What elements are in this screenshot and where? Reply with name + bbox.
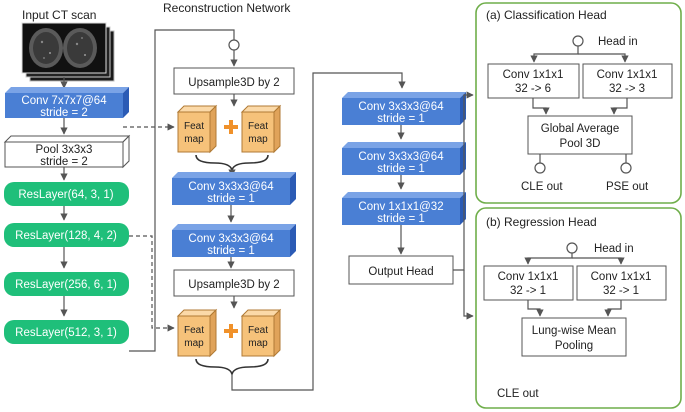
recon-conv-block-1: Conv 3x3x3@64 stride = 1: [172, 172, 296, 205]
output-head-block: Output Head: [348, 255, 454, 285]
upsample-1-label: Upsample3D by 2: [188, 77, 279, 89]
lung-pool-line1: Lung-wise Mean: [532, 325, 616, 337]
encoder-conv7-block: Conv 7x7x7@64 stride = 2: [5, 87, 129, 119]
encoder-pool-line2: stride = 2: [40, 156, 88, 168]
encoder-reslayer-2: ResLayer(128, 4, 2): [4, 223, 129, 247]
head-conv-1-line1: Conv 3x3x3@64: [358, 101, 444, 113]
encoder-reslayer-1: ResLayer(64, 3, 1): [4, 182, 129, 206]
classification-panel: [475, 2, 682, 204]
classification-title: (a) Classification Head: [486, 8, 607, 22]
classification-conv-right: Conv 1x1x1 32 -> 3: [582, 63, 673, 99]
feat-map-2b-line2: map: [248, 338, 268, 349]
output-to-regression-line: [463, 270, 474, 320]
upsample-block-2: Upsample3D by 2: [173, 269, 295, 297]
feat-map-1a-line1: Feat: [184, 121, 204, 132]
upsample-block-1: Upsample3D by 2: [173, 67, 295, 95]
recon-conv-1-line1: Conv 3x3x3@64: [188, 181, 274, 193]
head-conv-1-line2: stride = 1: [377, 113, 425, 125]
feat-map-upsampled-2: Feat map: [240, 308, 282, 358]
gap-line2: Pool 3D: [560, 138, 601, 150]
regression-conv-left: Conv 1x1x1 32 -> 1: [483, 265, 574, 301]
recon-conv-2-line2: stride = 1: [207, 245, 255, 257]
reconstruction-title: Reconstruction Network: [163, 1, 291, 15]
head-conv-block-2: Conv 3x3x3@64 stride = 1: [342, 142, 466, 175]
reslayer-3-label: ResLayer(256, 6, 1): [15, 279, 117, 291]
recon-conv-2-line1: Conv 3x3x3@64: [188, 233, 274, 245]
cle-out-node: [534, 162, 546, 174]
head-conv-3-line1: Conv 1x1x1@32: [358, 201, 443, 213]
reslayer-2-label: ResLayer(128, 4, 2): [15, 230, 117, 242]
plus-icon: [224, 120, 238, 134]
head-conv-block-3: Conv 1x1x1@32 stride = 1: [342, 192, 466, 225]
lung-pool-line2: Pooling: [555, 340, 593, 352]
plus-icon: [224, 324, 238, 338]
feat-map-upsampled-1: Feat map: [240, 104, 282, 154]
reconstruction-input-node: [228, 39, 240, 51]
cls-conv-left-line1: Conv 1x1x1: [503, 69, 564, 81]
regression-panel: [475, 207, 682, 409]
feat-map-skip-2: Feat map: [176, 308, 218, 358]
recon-conv-block-2: Conv 3x3x3@64 stride = 1: [172, 224, 296, 257]
gap-line1: Global Average: [541, 123, 619, 135]
encoder-pool-block: Pool 3x3x3 stride = 2: [3, 134, 131, 169]
feat-map-1b-line2: map: [248, 134, 268, 145]
concat-brace-1: [195, 154, 269, 173]
reg-conv-left-line1: Conv 1x1x1: [498, 271, 559, 283]
upsample-2-label: Upsample3D by 2: [188, 279, 279, 291]
feat-map-2b-line1: Feat: [248, 325, 268, 336]
reg-conv-left-line2: 32 -> 1: [510, 285, 546, 297]
encoder-reslayer-4: ResLayer(512, 3, 1): [4, 320, 129, 344]
regression-conv-right: Conv 1x1x1 32 -> 1: [576, 265, 667, 301]
regression-head-in-node: [566, 242, 578, 254]
pse-out-node: [620, 162, 632, 174]
head-conv-3-line2: stride = 1: [377, 213, 425, 225]
output-head-label: Output Head: [368, 266, 433, 278]
concat-brace-2: [195, 358, 269, 377]
regression-cle-out-label: CLE out: [497, 388, 539, 400]
feat-map-2a-line1: Feat: [184, 325, 204, 336]
head-conv-2-line2: stride = 1: [377, 163, 425, 175]
skip-connection-reslayer2: [129, 235, 175, 332]
ct-scan-image: [21, 22, 115, 82]
cle-out-label: CLE out: [521, 181, 563, 193]
encoder-reslayer-3: ResLayer(256, 6, 1): [4, 272, 129, 296]
global-average-pool-block: Global Average Pool 3D: [527, 115, 633, 155]
decoder-to-head-line: [231, 72, 406, 391]
feat-map-2a-line2: map: [184, 338, 204, 349]
pse-out-label: PSE out: [606, 181, 649, 193]
cls-conv-right-line1: Conv 1x1x1: [597, 69, 658, 81]
reg-conv-right-line1: Conv 1x1x1: [591, 271, 652, 283]
feat-map-skip-1: Feat map: [176, 104, 218, 154]
feat-map-1b-line1: Feat: [248, 121, 268, 132]
classification-conv-left: Conv 1x1x1 32 -> 6: [487, 63, 580, 99]
reslayer-4-label: ResLayer(512, 3, 1): [15, 327, 117, 339]
lung-wise-mean-pool-block: Lung-wise Mean Pooling: [521, 317, 627, 357]
encoder-to-decoder-line: [129, 29, 235, 352]
cls-conv-left-line2: 32 -> 6: [515, 83, 551, 95]
head-conv-block-1: Conv 3x3x3@64 stride = 1: [342, 92, 466, 125]
regression-title: (b) Regression Head: [486, 215, 597, 229]
encoder-conv7-line2: stride = 2: [40, 107, 88, 119]
output-to-heads-line: [453, 91, 474, 271]
cls-conv-right-line2: 32 -> 3: [609, 83, 645, 95]
encoder-pool-line1: Pool 3x3x3: [36, 144, 93, 156]
encoder-conv7-line1: Conv 7x7x7@64: [21, 95, 107, 107]
head-conv-2-line1: Conv 3x3x3@64: [358, 151, 444, 163]
feat-map-1a-line2: map: [184, 134, 204, 145]
input-label: Input CT scan: [22, 8, 96, 22]
regression-head-in-label: Head in: [594, 243, 634, 255]
classification-head-in-node: [572, 35, 584, 47]
reslayer-1-label: ResLayer(64, 3, 1): [18, 189, 113, 201]
recon-conv-1-line2: stride = 1: [207, 193, 255, 205]
classification-head-in-label: Head in: [598, 36, 638, 48]
reg-conv-right-line2: 32 -> 1: [603, 285, 639, 297]
